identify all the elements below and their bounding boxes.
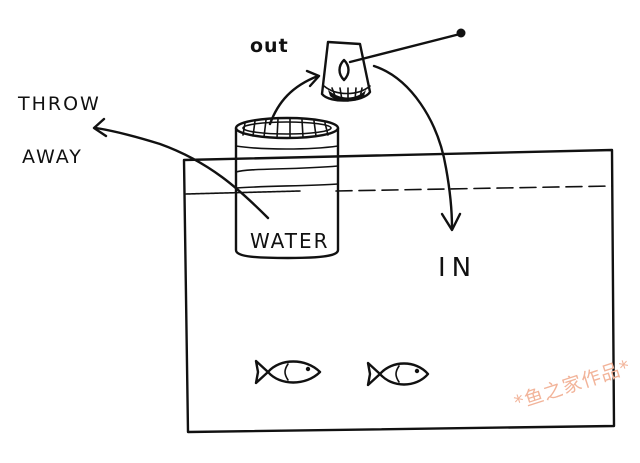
arrow-out xyxy=(268,69,321,126)
net-handle xyxy=(348,32,462,64)
aquarium-tank xyxy=(182,148,616,434)
label-away: AWAY xyxy=(22,146,83,168)
fish-icon xyxy=(366,361,430,387)
bucket-rim xyxy=(234,116,340,140)
bucket xyxy=(234,116,340,260)
arrow-in xyxy=(372,64,462,232)
tank-outline xyxy=(182,148,616,434)
water-line-dashed xyxy=(335,185,613,192)
bucket-body xyxy=(234,126,340,260)
label-out: out xyxy=(250,35,289,57)
arrow-throw-away xyxy=(92,117,270,220)
water-line-left xyxy=(185,190,301,195)
fish-net-icon xyxy=(320,28,466,102)
label-in: IN xyxy=(438,253,477,283)
watermark: *鱼之家作品* xyxy=(512,356,634,414)
fish-icon xyxy=(254,359,322,385)
label-water: WATER xyxy=(250,229,330,253)
label-throw: THROW xyxy=(17,93,101,115)
